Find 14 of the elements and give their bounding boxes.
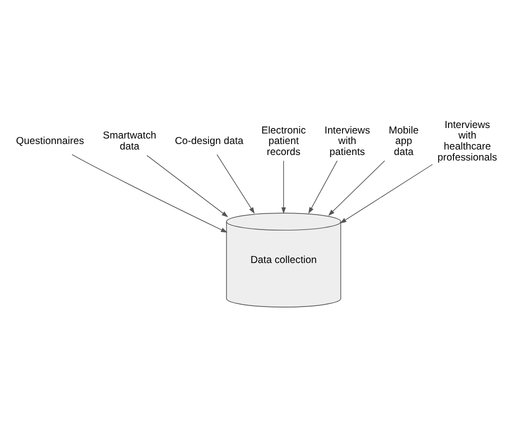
arrow [328, 160, 386, 216]
arrow [281, 160, 286, 214]
arrow [308, 160, 338, 214]
arrow [216, 154, 255, 214]
arrow [72, 154, 228, 232]
node-text: Interviews with patients [324, 124, 370, 158]
arrow [340, 164, 433, 223]
node-text: Mobile app data [388, 124, 419, 158]
node-text: Smartwatch data [102, 130, 156, 152]
node-text: Interviews with healthcare professionals [438, 119, 498, 163]
node-text: Electronic patient records [261, 124, 306, 158]
node-text: Co-design data [174, 136, 244, 147]
arrow [146, 154, 228, 217]
node-text: Questionnaires [16, 136, 84, 147]
